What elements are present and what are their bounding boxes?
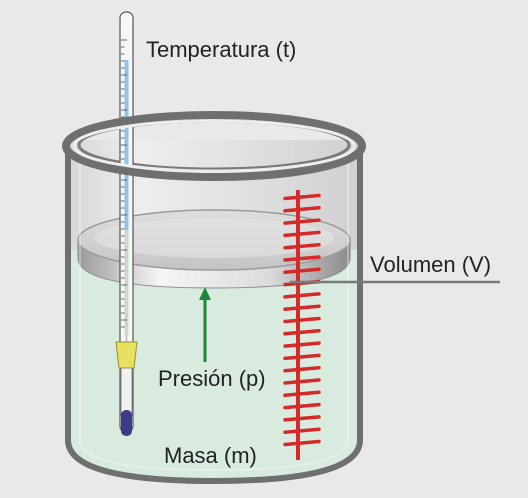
temperature-label: Temperatura (t) xyxy=(146,37,296,62)
ruler-tick xyxy=(283,242,321,250)
thermometer-collar xyxy=(115,341,138,369)
beaker-front xyxy=(62,111,366,484)
pressure-label: Presión (p) xyxy=(158,366,266,391)
ruler-tick xyxy=(283,292,321,299)
ruler-tick xyxy=(283,304,321,311)
ruler-tick xyxy=(283,316,321,324)
ruler-tick xyxy=(283,267,321,275)
ruler-tick xyxy=(283,439,321,447)
ruler-tick xyxy=(283,390,321,398)
ruler-tick xyxy=(283,218,321,225)
ruler-tick xyxy=(283,206,321,213)
ruler-tick xyxy=(283,329,321,336)
piston xyxy=(77,209,351,289)
ruler-tick xyxy=(283,341,321,348)
ruler-tick xyxy=(283,230,321,238)
pressure-arrow xyxy=(199,287,211,362)
ruler-tick xyxy=(283,378,321,385)
volume-label: Volumen (V) xyxy=(370,252,491,277)
ruler-tick xyxy=(283,402,321,410)
ruler-tick xyxy=(283,365,321,373)
ruler-tick xyxy=(283,255,321,262)
ruler-tick xyxy=(283,415,321,422)
ruler-tick xyxy=(283,193,321,201)
ruler-tick xyxy=(283,353,321,361)
thermometer-bulb xyxy=(121,410,132,436)
mass-label: Masa (m) xyxy=(164,443,257,468)
ruler-tick xyxy=(283,427,321,434)
beaker-rim xyxy=(62,111,366,181)
